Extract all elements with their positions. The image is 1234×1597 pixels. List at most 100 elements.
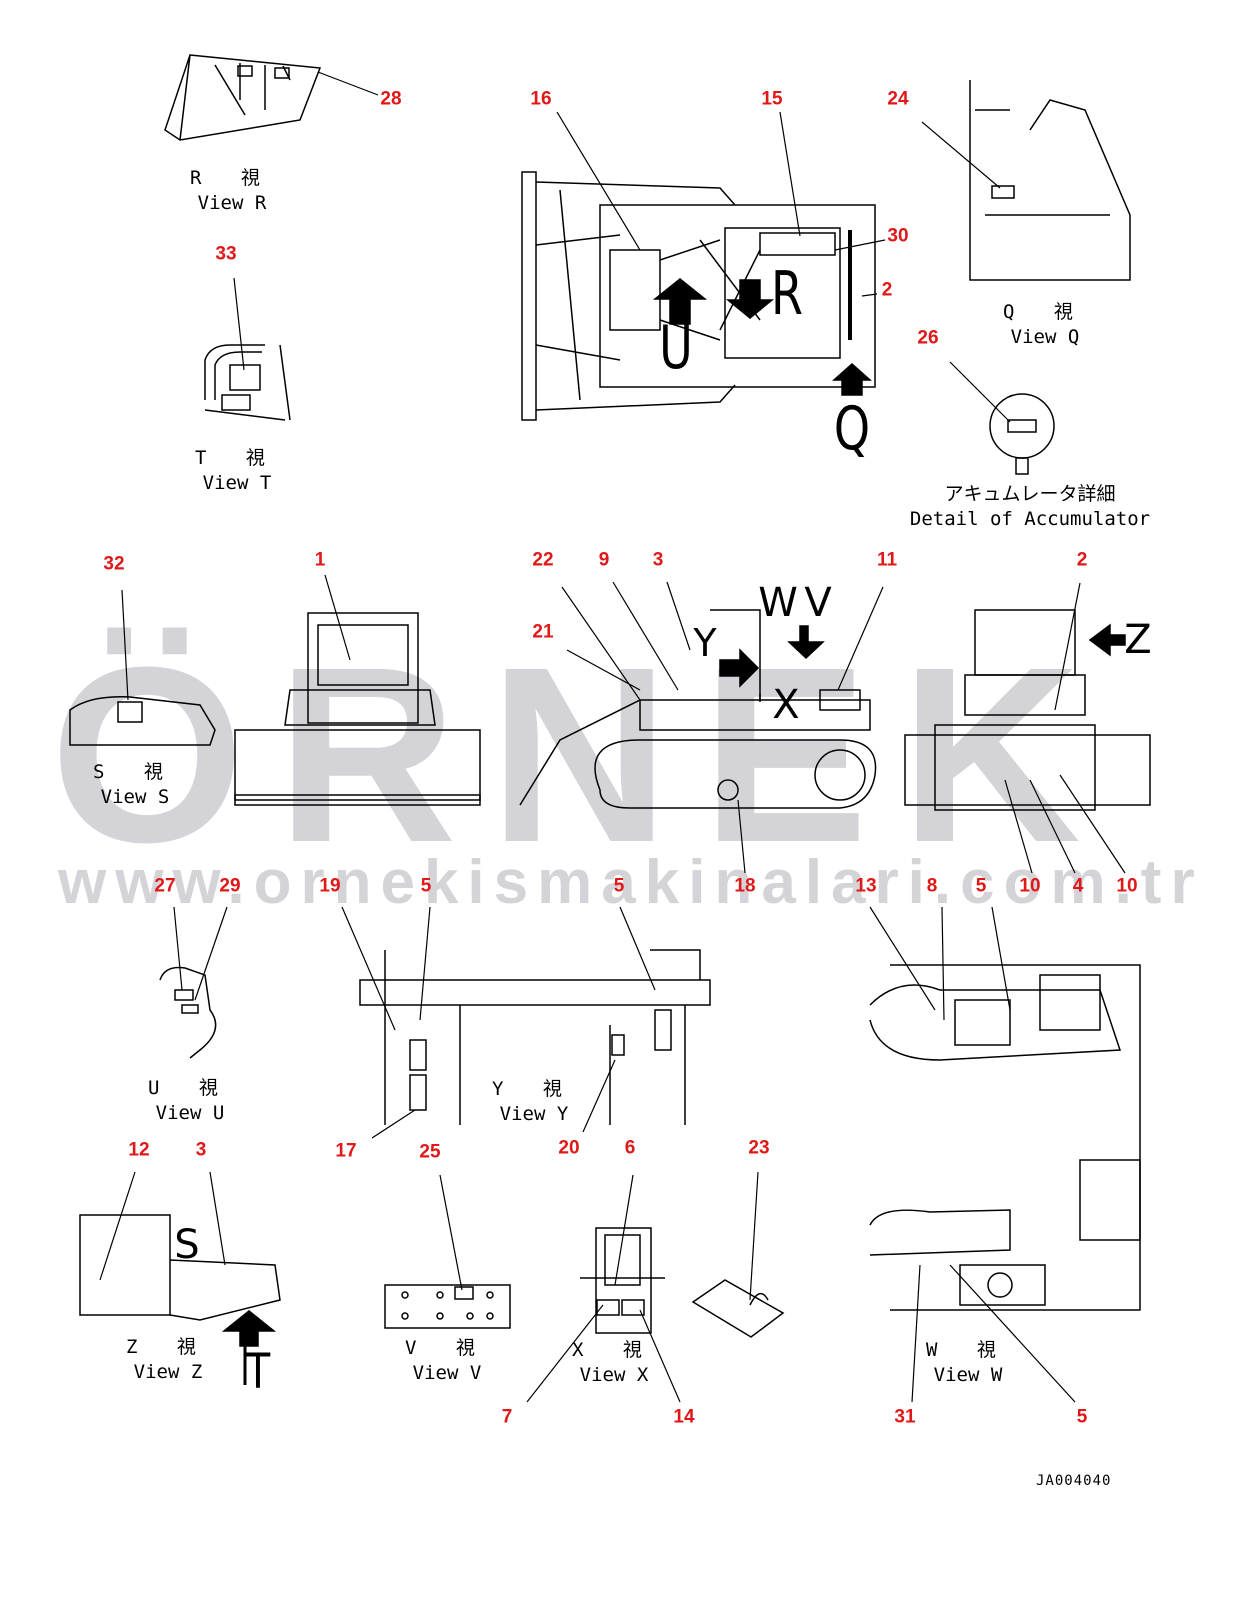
callout-number: 1 [314, 549, 326, 571]
callout-number: 20 [558, 1137, 580, 1159]
callout-number: 11 [876, 549, 898, 571]
callout-number: 16 [530, 88, 552, 110]
view-w-en: View W [933, 1364, 1003, 1386]
accumulator-jp: アキュムレータ詳細 [944, 483, 1116, 505]
arrow-letter-x: X [772, 682, 800, 728]
callout-number: 4 [1072, 875, 1084, 897]
callout-number: 3 [652, 549, 664, 571]
callout-number: 13 [855, 875, 877, 897]
arrow-letter-w: W [758, 580, 798, 626]
view-t-label: T 視 View T [195, 446, 279, 496]
arrow-letter-z: Z [1124, 617, 1152, 663]
top-view-drawing [521, 171, 876, 421]
arrow-letter-q: Q [833, 392, 871, 464]
callout-number: 6 [624, 1137, 636, 1159]
accumulator-label: アキュムレータ詳細 Detail of Accumulator [910, 482, 1150, 532]
front-view-drawing [234, 612, 481, 806]
callout-number: 19 [319, 875, 341, 897]
decal-23-drawing [691, 1279, 785, 1338]
view-q-drawing [969, 80, 1131, 281]
callout-number: 14 [673, 1406, 695, 1428]
arrow-letter-t: T [245, 1344, 271, 1400]
callout-number: 32 [103, 553, 125, 575]
view-w-drawing [869, 964, 1141, 1311]
view-r-jp: R 視 [190, 167, 274, 189]
view-v-jp: V 視 [405, 1337, 489, 1359]
view-y-drawing [359, 949, 711, 1125]
callout-number: 33 [215, 243, 237, 265]
view-y-en: View Y [499, 1103, 569, 1125]
callout-number: 15 [761, 88, 783, 110]
callout-number: 9 [598, 549, 610, 571]
callout-number: 24 [887, 88, 909, 110]
view-u-jp: U 視 [148, 1077, 232, 1099]
callout-number: 31 [894, 1406, 916, 1428]
view-v-label: V 視 View V [405, 1336, 489, 1386]
view-r-drawing [164, 54, 322, 141]
view-y-jp: Y 視 [492, 1078, 576, 1100]
callout-number: 8 [926, 875, 938, 897]
view-x-drawing [580, 1227, 665, 1334]
arrow-letter-r: R [771, 257, 803, 329]
view-x-jp: X 視 [572, 1339, 656, 1361]
view-x-label: X 視 View X [572, 1338, 656, 1388]
view-z-jp: Z 視 [126, 1336, 210, 1358]
callout-number: 29 [219, 875, 241, 897]
view-t-jp: T 視 [195, 447, 279, 469]
view-s-en: View S [100, 786, 170, 808]
view-s-jp: S 視 [93, 761, 177, 783]
view-s-drawing [69, 696, 216, 746]
callout-number: 27 [154, 875, 176, 897]
view-q-jp: Q 視 [1003, 301, 1087, 323]
callout-number: 22 [532, 549, 554, 571]
accumulator-drawing [989, 393, 1055, 475]
view-q-label: Q 視 View Q [1003, 300, 1087, 350]
view-r-en: View R [197, 192, 267, 214]
callout-number: 3 [195, 1139, 207, 1161]
view-x-en: View X [579, 1364, 649, 1386]
view-u-label: U 視 View U [148, 1076, 232, 1126]
arrow-letter-u: U [659, 311, 693, 383]
rear-view-drawing [904, 609, 1151, 811]
callout-number: 5 [420, 875, 432, 897]
callout-number: 23 [748, 1137, 770, 1159]
callout-number: 5 [975, 875, 987, 897]
callout-number: 30 [887, 225, 909, 247]
view-u-en: View U [155, 1102, 225, 1124]
view-r-label: R 視 View R [190, 166, 274, 216]
callout-number: 10 [1116, 875, 1138, 897]
callout-number: 12 [128, 1139, 150, 1161]
callout-number: 17 [335, 1140, 357, 1162]
view-u-drawing [159, 966, 217, 1059]
callout-number: 18 [734, 875, 756, 897]
callout-number: 2 [1076, 549, 1088, 571]
view-t-drawing [204, 344, 291, 421]
callout-number: 21 [532, 621, 554, 643]
arrow-letter-y: Y [693, 621, 717, 665]
callout-number: 7 [501, 1406, 513, 1428]
watermark-logo: ÖRNEK [50, 615, 1113, 894]
view-v-drawing [384, 1284, 511, 1329]
leader-lines [99, 71, 1126, 1403]
view-y-label: Y 視 View Y [492, 1077, 576, 1127]
view-z-drawing [79, 1214, 281, 1385]
view-z-en: View Z [133, 1361, 203, 1383]
view-w-jp: W 視 [926, 1339, 1010, 1361]
arrow-letter-v: V [804, 580, 832, 626]
accumulator-en: Detail of Accumulator [909, 508, 1151, 530]
callout-number: 26 [917, 327, 939, 349]
callout-number: 5 [613, 875, 625, 897]
view-q-en: View Q [1010, 326, 1080, 348]
drawing-code: JA004040 [1036, 1473, 1112, 1489]
view-s-label: S 視 View S [93, 760, 177, 810]
callout-number: 28 [380, 88, 402, 110]
callout-number: 5 [1076, 1406, 1088, 1428]
arrow-letter-s: S [174, 1222, 200, 1268]
view-t-en: View T [202, 472, 272, 494]
view-v-en: View V [412, 1362, 482, 1384]
view-w-label: W 視 View W [926, 1338, 1010, 1388]
side-view-drawing [519, 609, 877, 809]
watermark-url: www.ornekismakinalari.com.tr [58, 848, 1204, 917]
